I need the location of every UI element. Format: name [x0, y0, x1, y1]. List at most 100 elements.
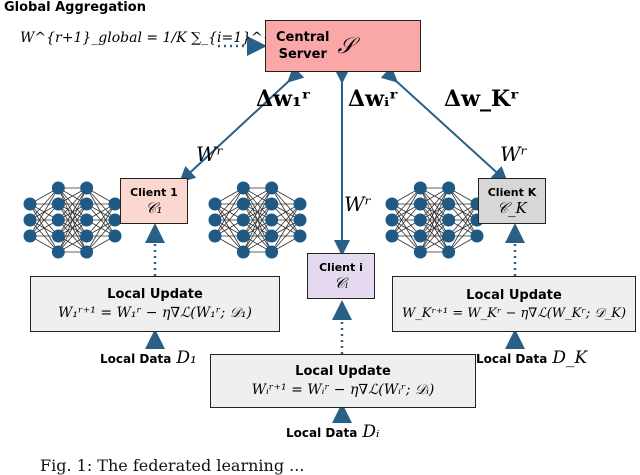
- local-update-i-title: Local Update: [295, 364, 391, 379]
- client-1-box: Client 1 𝒞₁: [120, 178, 188, 224]
- nn-node: [236, 213, 250, 227]
- central-server-box: Central Server 𝒮: [265, 20, 421, 72]
- nn-node: [80, 181, 94, 195]
- local-data-k-symbol: D_K: [552, 348, 588, 368]
- nn-node: [51, 229, 65, 243]
- nn-node: [265, 197, 279, 211]
- client-1-symbol: 𝒞₁: [145, 198, 163, 217]
- client-i-symbol: 𝒞ᵢ: [334, 273, 348, 292]
- nn-edge: [214, 203, 244, 237]
- nn-edge: [58, 187, 87, 221]
- nn-edge: [271, 203, 301, 237]
- nn-node: [385, 197, 399, 211]
- nn-edge: [86, 219, 116, 253]
- client-1-label: Client 1: [130, 185, 178, 199]
- nn-node: [442, 213, 456, 227]
- nn-node: [108, 229, 122, 243]
- local-update-k-box: Local Update W_Kʳ⁺¹ = W_Kʳ − η∇ℒ(W_Kʳ; 𝒟…: [392, 276, 636, 332]
- local-update-k-formula: W_Kʳ⁺¹ = W_Kʳ − η∇ℒ(W_Kʳ; 𝒟_K): [401, 305, 627, 321]
- client-i-label: Client i: [319, 260, 363, 274]
- nn-node: [23, 197, 37, 211]
- local-update-k-title: Local Update: [466, 287, 562, 303]
- local-update-i-box: Local Update Wᵢʳ⁺¹ = Wᵢʳ − η∇ℒ(Wᵢʳ; 𝒟ᵢ): [210, 354, 476, 408]
- broadcast-weight-k: Wʳ: [500, 142, 528, 166]
- nn-node: [413, 213, 427, 227]
- global-aggregation-title: Global Aggregation: [4, 0, 146, 15]
- nn-edge: [57, 187, 88, 253]
- server-symbol: 𝒮: [337, 33, 355, 59]
- nn-edge: [214, 187, 244, 221]
- nn-edge: [243, 187, 272, 221]
- nn-edge: [86, 203, 116, 237]
- nn-node: [265, 245, 279, 259]
- local-data-i-label: Local Data: [286, 426, 358, 440]
- nn-edge: [271, 203, 301, 253]
- nn-edge: [271, 219, 301, 253]
- client-k-box: Client K 𝒞_K: [478, 178, 546, 224]
- nn-node: [208, 197, 222, 211]
- nn-node: [208, 213, 222, 227]
- nn-node: [23, 213, 37, 227]
- local-data-i-symbol: Dᵢ: [362, 422, 380, 442]
- nn-edge: [448, 219, 478, 253]
- nn-node: [51, 245, 65, 259]
- nn-edge: [419, 203, 450, 253]
- nn-node: [385, 213, 399, 227]
- nn-node: [442, 197, 456, 211]
- nn-node: [51, 213, 65, 227]
- client-i-box: Client i 𝒞ᵢ: [307, 253, 375, 299]
- client-k-symbol: 𝒞_K: [497, 198, 527, 217]
- nn-node: [80, 229, 94, 243]
- nn-node: [293, 197, 307, 211]
- nn-node: [51, 197, 65, 211]
- client-k-label: Client K: [487, 185, 537, 199]
- server-label-line2: Server: [278, 47, 327, 62]
- broadcast-weight-1: Wʳ: [196, 142, 224, 166]
- nn-edge: [29, 187, 59, 237]
- server-label-line1: Central: [276, 30, 330, 45]
- nn-edge: [419, 187, 450, 253]
- nn-node: [293, 213, 307, 227]
- neural-network-icon: [385, 181, 484, 259]
- local-update-1-formula: W₁ʳ⁺¹ = W₁ʳ − η∇ℒ(W₁ʳ; 𝒟₁): [58, 305, 252, 321]
- nn-node: [413, 181, 427, 195]
- nn-node: [236, 181, 250, 195]
- nn-node: [51, 181, 65, 195]
- nn-edge: [420, 219, 449, 253]
- nn-edge: [391, 203, 421, 237]
- nn-edge: [391, 187, 421, 237]
- local-data-k: Local Data D_K: [476, 348, 587, 368]
- nn-edge: [420, 187, 449, 221]
- delta-client-1: Δw₁ʳ: [256, 86, 311, 112]
- nn-node: [442, 181, 456, 195]
- nn-node: [236, 229, 250, 243]
- nn-node: [265, 181, 279, 195]
- delta-client-k: Δw_Kʳ: [444, 86, 520, 112]
- nn-edge: [57, 203, 88, 253]
- local-update-i-formula: Wᵢʳ⁺¹ = Wᵢʳ − η∇ℒ(Wᵢʳ; 𝒟ᵢ): [251, 382, 435, 398]
- nn-edge: [86, 203, 116, 253]
- nn-node: [236, 245, 250, 259]
- nn-edge: [214, 187, 244, 237]
- broadcast-weight-i: Wʳ: [344, 192, 372, 216]
- local-data-i: Local Data Dᵢ: [286, 422, 379, 442]
- nn-edge: [419, 187, 450, 237]
- neural-network-icon: [208, 181, 307, 259]
- nn-edge: [29, 203, 59, 237]
- nn-node: [265, 229, 279, 243]
- nn-edge: [58, 219, 87, 253]
- local-data-k-label: Local Data: [476, 352, 548, 366]
- nn-node: [413, 197, 427, 211]
- nn-node: [442, 229, 456, 243]
- nn-node: [80, 197, 94, 211]
- nn-edge: [448, 203, 478, 237]
- neural-network-icon: [23, 181, 122, 259]
- nn-node: [293, 229, 307, 243]
- nn-node: [80, 245, 94, 259]
- nn-node: [108, 213, 122, 227]
- nn-edge: [391, 187, 421, 221]
- nn-edge: [57, 187, 88, 237]
- nn-node: [80, 213, 94, 227]
- local-data-1-label: Local Data: [100, 352, 172, 366]
